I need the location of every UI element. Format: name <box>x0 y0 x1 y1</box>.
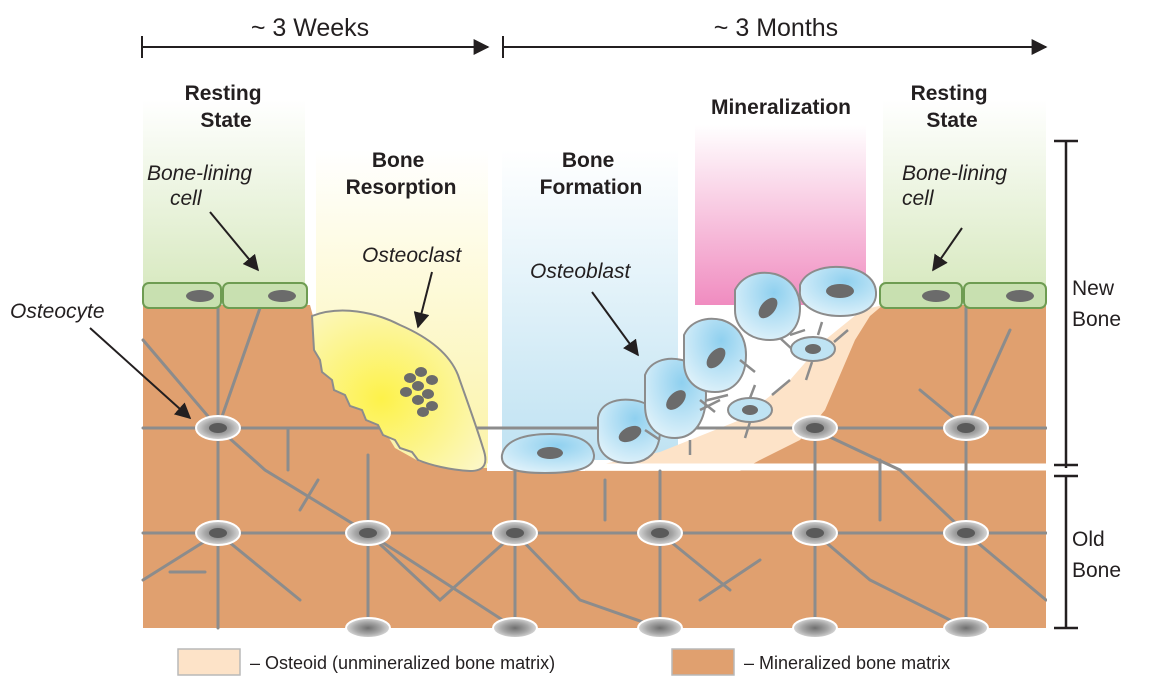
osteoblast <box>800 267 876 316</box>
label-bone-lining-right-line2: cell <box>902 187 935 210</box>
label-old-bone-line2: Bone <box>1072 559 1121 582</box>
phase-resting-right-line2: State <box>926 109 977 132</box>
label-osteoclast: Osteoclast <box>362 244 462 267</box>
bracket-old-bone <box>1054 476 1078 628</box>
osteocyte <box>944 521 988 545</box>
phase-resting-right-line1: Resting <box>911 82 988 105</box>
osteocyte <box>196 416 240 440</box>
label-bone-lining-left-line1: Bone-lining <box>147 162 252 185</box>
legend-label-mineralized: – Mineralized bone matrix <box>744 653 950 673</box>
timeline-weeks-label: ~ 3 Weeks <box>251 14 369 42</box>
legend-swatch-osteoid <box>178 649 240 675</box>
phase-resting-left-line2: State <box>200 109 251 132</box>
osteocyte <box>793 618 837 638</box>
label-bone-lining-left-line2: cell <box>170 187 203 210</box>
osteocyte <box>493 618 537 638</box>
osteocyte <box>793 416 837 440</box>
phase-resorption-line1: Bone <box>372 149 425 172</box>
bracket-new-bone <box>1054 141 1078 468</box>
legend: – Osteoid (unmineralized bone matrix) – … <box>178 649 950 675</box>
osteocyte <box>944 618 988 638</box>
bone-lining-cells-left <box>143 283 307 308</box>
osteocyte <box>638 521 682 545</box>
phase-mineralization: Mineralization <box>711 96 851 119</box>
osteoblast <box>735 273 800 340</box>
label-old-bone-line1: Old <box>1072 528 1105 551</box>
osteocyte <box>346 521 390 545</box>
osteocyte <box>493 521 537 545</box>
label-osteocyte: Osteocyte <box>10 300 105 323</box>
phase-mineralization-line1: Mineralization <box>711 96 851 119</box>
osteocyte <box>638 618 682 638</box>
label-new-bone: New Bone <box>1072 277 1121 331</box>
legend-swatch-mineralized <box>672 649 734 675</box>
osteocyte <box>196 521 240 545</box>
label-new-bone-line2: Bone <box>1072 308 1121 331</box>
osteoblast <box>684 319 746 392</box>
label-osteoblast: Osteoblast <box>530 260 632 283</box>
label-new-bone-line1: New <box>1072 277 1115 300</box>
label-bone-lining-right-line1: Bone-lining <box>902 162 1007 185</box>
timeline-months-label: ~ 3 Months <box>714 14 838 42</box>
legend-label-osteoid: – Osteoid (unmineralized bone matrix) <box>250 653 555 673</box>
osteocyte <box>944 416 988 440</box>
label-old-bone: Old Bone <box>1072 528 1121 582</box>
phase-formation-line2: Formation <box>540 176 643 199</box>
phase-formation-line1: Bone <box>562 149 615 172</box>
osteoblast <box>502 434 594 473</box>
osteocyte <box>793 521 837 545</box>
phase-resting-left-line1: Resting <box>185 82 262 105</box>
osteocyte <box>346 618 390 638</box>
phase-resorption-line2: Resorption <box>346 176 457 199</box>
